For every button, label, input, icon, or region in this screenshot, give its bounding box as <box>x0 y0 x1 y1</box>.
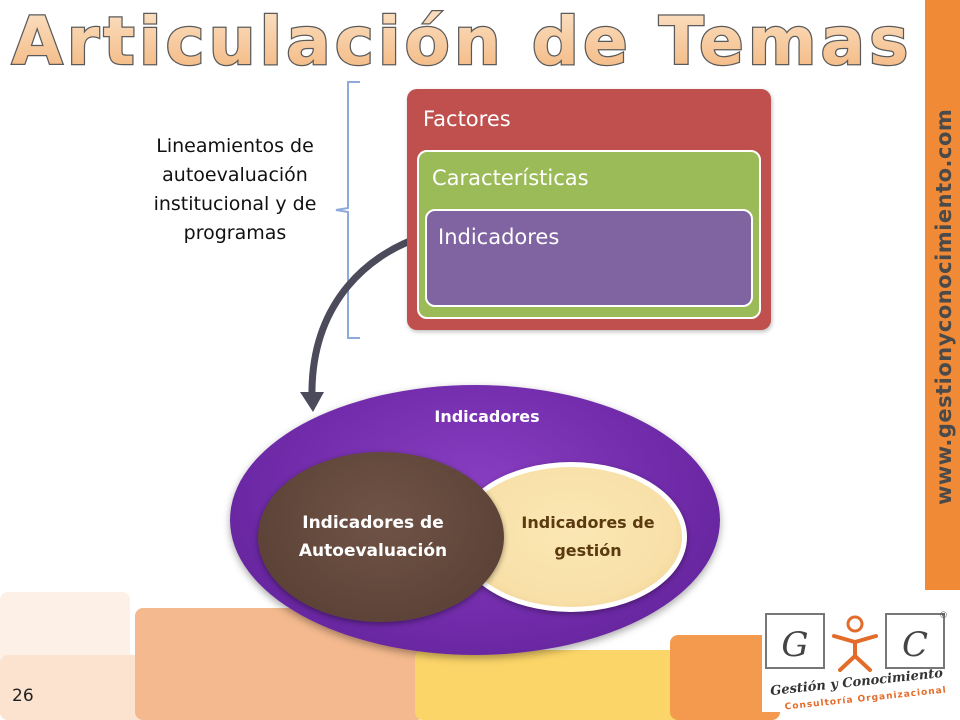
page-number: 26 <box>12 686 34 706</box>
autoevaluacion-label-line2: Autoevaluación <box>298 541 448 561</box>
logo-figure-icon <box>832 615 878 672</box>
autoevaluacion-label-line1: Indicadores de <box>302 513 444 533</box>
indicadores-label: Indicadores <box>438 225 560 249</box>
logo-graphic: G C ® Gestión y Conocimiento Consultoría… <box>765 611 948 712</box>
caracteristicas-label: Características <box>432 166 589 190</box>
autoevaluacion-ellipse <box>258 452 504 622</box>
side-accent-bar <box>925 0 960 590</box>
website-url: www.gestionyconocimiento.com <box>932 108 956 505</box>
gestion-label: Indicadores de gestión <box>500 509 676 565</box>
logo-c-box <box>885 613 945 669</box>
arrow-head <box>300 392 324 412</box>
indicadores-box <box>425 209 753 307</box>
logo-letter-c: C <box>902 625 928 665</box>
gestion-label-line2: gestión <box>554 541 622 560</box>
slide-title: Articulación de Temas <box>12 3 913 80</box>
indicadores-ellipse-label: Indicadores <box>434 407 540 426</box>
factores-label: Factores <box>423 107 511 131</box>
lineamientos-text: Lineamientos de autoevaluación instituci… <box>153 135 317 244</box>
slide-title-graphic: Articulación de Temas <box>10 2 913 80</box>
deco-block <box>670 635 780 720</box>
logo-registered: ® <box>939 611 948 621</box>
company-logo: G C ® Gestión y Conocimiento Consultoría… <box>762 608 952 712</box>
logo-g-box <box>765 613 825 669</box>
autoevaluacion-label: Indicadores de Autoevaluación <box>270 509 476 565</box>
gestion-ellipse <box>455 462 687 612</box>
logo-letter-g: G <box>781 625 808 665</box>
gestion-label-line1: Indicadores de <box>521 513 655 532</box>
